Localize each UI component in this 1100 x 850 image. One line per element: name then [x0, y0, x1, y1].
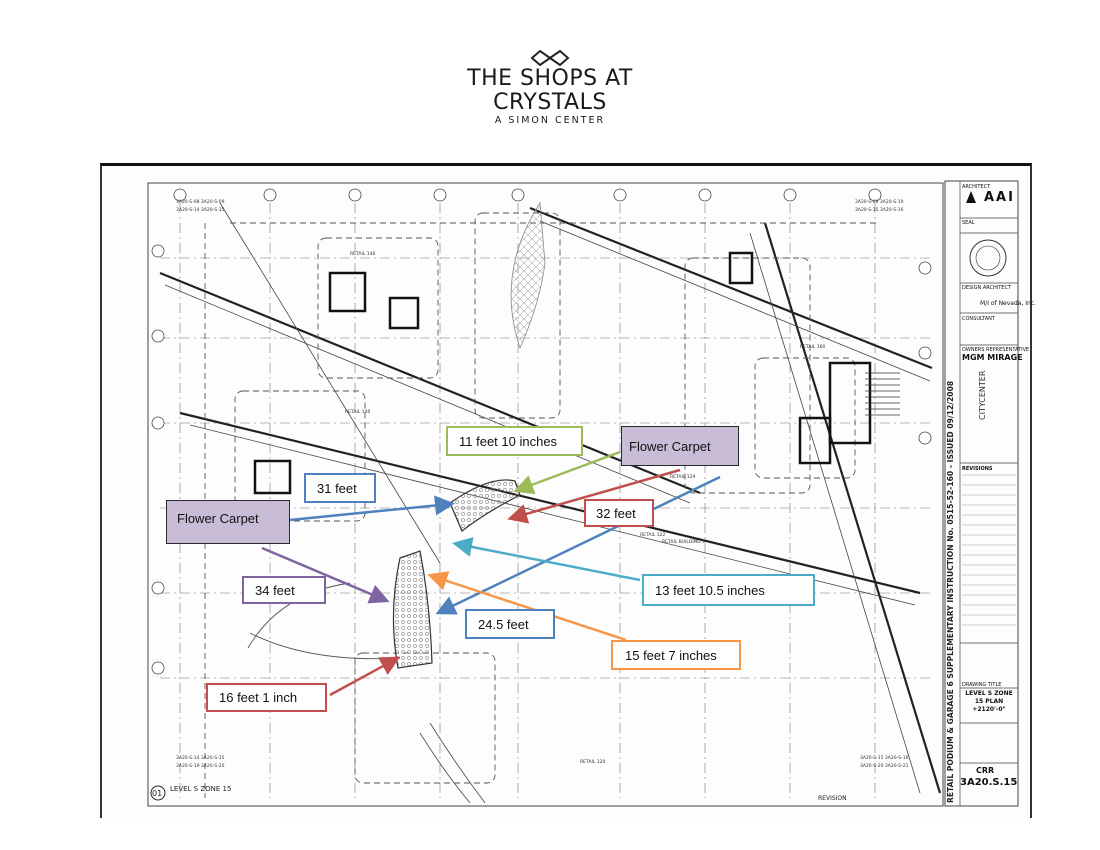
callout-32-feet: 32 feet: [584, 499, 654, 527]
logo-title-line1: THE SHOPS AT: [467, 66, 633, 91]
svg-text:RETAIL BUILDING 5: RETAIL BUILDING 5: [662, 539, 705, 545]
logo-subtitle: A SIMON CENTER: [494, 115, 606, 126]
arrow-34-feet: [261, 546, 390, 604]
owner-name: MGM MIRAGE: [962, 353, 1023, 362]
revision-stamp: REVISION: [818, 795, 847, 802]
svg-text:RETAIL 122: RETAIL 122: [640, 532, 665, 538]
callout-11-feet-10-inches: 11 feet 10 inches: [446, 426, 583, 456]
svg-text:RETAIL 160: RETAIL 160: [800, 344, 825, 350]
design-architect-label: DESIGN ARCHITECT: [962, 285, 1011, 291]
revisions-label: REVISIONS: [962, 466, 993, 472]
svg-text:3A20-S-14 3A20-S-15: 3A20-S-14 3A20-S-15: [176, 207, 225, 213]
callout-15-feet-7-inches: 15 feet 7 inches: [611, 640, 741, 670]
drawing-title: LEVEL S ZONE 15 PLAN +2120'-0": [965, 690, 1013, 713]
floor-plan-linework: RETAIL 146 RETAIL 140 RETAIL 129 RETAIL …: [147, 180, 1019, 807]
stairs: [865, 372, 900, 416]
sheet-border: [147, 180, 1019, 807]
design-firm: M/I of Nevada, Inc.: [980, 300, 1037, 307]
revision-rows: [962, 474, 1016, 626]
arrow-32-feet: [507, 468, 681, 524]
flower-carpet-lower: [392, 550, 433, 669]
seal-label: SEAL: [962, 220, 975, 226]
callout-flower-carpet-right: Flower Carpet: [621, 426, 739, 466]
svg-text:3A20-S-09 3A20-S-10: 3A20-S-09 3A20-S-10: [855, 199, 904, 205]
sheet-number-bubble: [150, 785, 166, 801]
leaf-feature: [510, 201, 546, 350]
callout-31-feet: 31 feet: [304, 473, 376, 503]
plan-annotations: RETAIL 146 RETAIL 140 RETAIL 129 RETAIL …: [176, 199, 909, 769]
svg-text:RETAIL 140: RETAIL 140: [345, 409, 370, 415]
svg-text:3A20-S-14 3A20-S-15: 3A20-S-14 3A20-S-15: [176, 755, 225, 761]
arrow-15-feet-7-inches: [427, 571, 627, 642]
callout-24-5-feet: 24.5 feet: [465, 609, 555, 639]
logo-title-line2: CRYSTALS: [493, 90, 607, 115]
crystals-logo-icon: [530, 49, 570, 67]
arrow-31-feet: [289, 495, 455, 522]
svg-text:RETAIL 146: RETAIL 146: [350, 251, 375, 257]
owner-label: OWNERS REPRESENTATIVE: [962, 347, 1030, 353]
svg-text:3A20-S-08 3A20-S-09: 3A20-S-08 3A20-S-09: [176, 199, 225, 205]
arrow-flower-carpet-right-to-top: [513, 450, 621, 495]
sheet-id: 3A20.S.15: [960, 777, 1018, 788]
arrow-flower-carpet-right-to-lower: [435, 475, 721, 615]
grid-bubbles: [151, 188, 932, 675]
callout-13-feet-10-5-inches: 13 feet 10.5 inches: [642, 574, 815, 606]
arrow-16-feet-1-inch: [329, 656, 401, 697]
arrow-13-feet-10-5-inches: [452, 537, 641, 582]
consultant-label: CONSULTANT: [962, 316, 995, 322]
svg-text:RETAIL 129: RETAIL 129: [670, 474, 695, 480]
flower-carpet-upper: [449, 479, 521, 532]
architect-label: ARCHITECT: [962, 184, 991, 190]
svg-text:RETAIL 120: RETAIL 120: [580, 759, 605, 765]
svg-text:3A20-S-19 3A20-S-20: 3A20-S-19 3A20-S-20: [176, 763, 225, 769]
callout-flower-carpet-left: Flower Carpet: [166, 500, 290, 544]
architect-logo-icon: [966, 191, 976, 203]
drawing-title-label: DRAWING TITLE: [962, 682, 1002, 688]
seal-icon: [969, 239, 1007, 277]
svg-text:3A20-S-15 3A20-S-16: 3A20-S-15 3A20-S-16: [855, 207, 904, 213]
sheet-title: LEVEL S ZONE 15: [170, 785, 231, 793]
sheet-prefix: CRR: [976, 766, 995, 775]
svg-text:3A20-S-20 3A20-S-21: 3A20-S-20 3A20-S-21: [860, 763, 909, 769]
svg-text:3A20-S-15 3A20-S-16: 3A20-S-15 3A20-S-16: [860, 755, 909, 761]
callout-34-feet: 34 feet: [242, 576, 326, 604]
vertical-title: RETAIL PODIUM & GARAGE 6 SUPPLEMENTARY I…: [946, 381, 955, 803]
sheet-number: 01: [152, 789, 162, 798]
title-block-grid: [959, 181, 1018, 806]
architect-name: AAI: [984, 190, 1015, 205]
callout-16-feet-1-inch: 16 feet 1 inch: [206, 683, 327, 712]
